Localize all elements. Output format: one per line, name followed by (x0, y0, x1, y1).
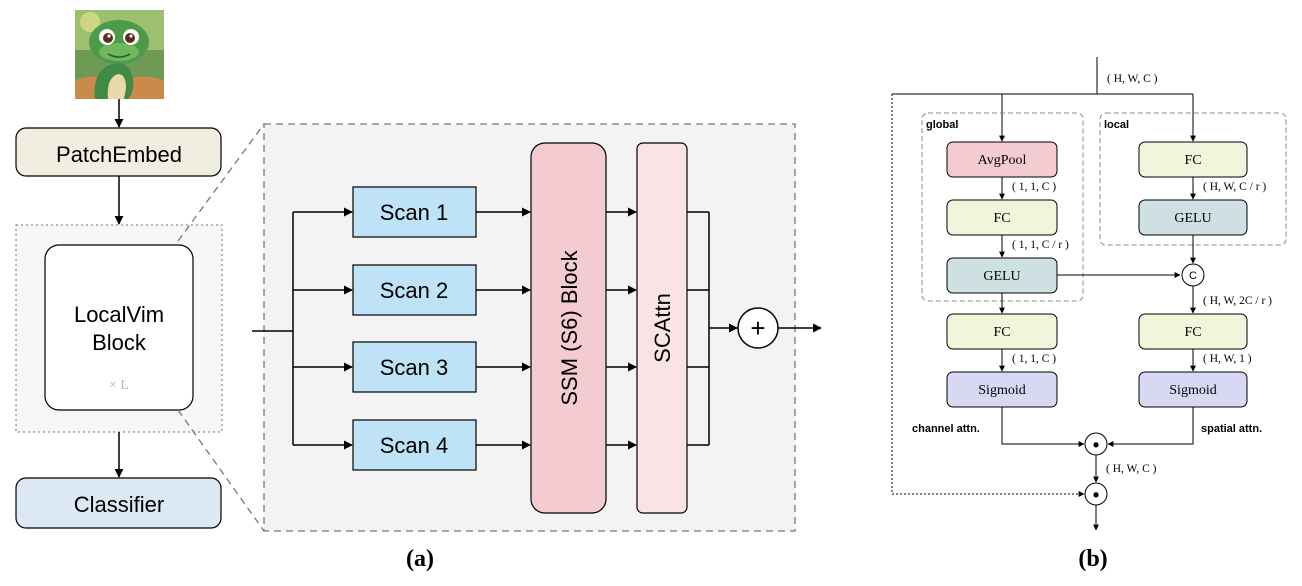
caption-b: (b) (1078, 546, 1107, 572)
local-shape-1: ( H, W, C / r ) (1203, 181, 1266, 193)
output-shape-label: ( H, W, C ) (1106, 463, 1157, 475)
local-fc-label: FC (1184, 153, 1201, 168)
local-fc2-label: FC (1184, 325, 1201, 340)
multiply-1-symbol: • (1093, 435, 1099, 455)
local-label: local (1104, 119, 1129, 131)
spatial-attn-label: spatial attn. (1201, 423, 1262, 435)
caption-a: (a) (406, 546, 434, 572)
local-gelu-label: GELU (1174, 211, 1211, 226)
panel-a: PatchEmbed LocalVim Block × L Classifier… (15, 10, 822, 572)
panel-b: ( H, W, C ) global local AvgPool ( 1, 1,… (891, 57, 1287, 572)
patch-embed-label: PatchEmbed (56, 142, 182, 167)
localvim-label-line1: LocalVim (74, 302, 164, 327)
local-shape-2: ( H, W, 2C / r ) (1203, 295, 1272, 307)
localvim-label-line2: Block (92, 330, 147, 355)
channel-attn-label: channel attn. (912, 423, 980, 435)
scan-4-box (352, 419, 477, 471)
scan-3-label: Scan 3 (380, 355, 449, 380)
scan-2-label: Scan 2 (380, 278, 449, 303)
input-shape-label: ( H, W, C ) (1107, 73, 1158, 85)
multiply-2-symbol: • (1093, 485, 1099, 505)
scattn-label: SCAttn (650, 293, 675, 363)
scan-4-label: Scan 4 (380, 433, 449, 458)
local-sigmoid-label: Sigmoid (1169, 383, 1216, 398)
avgpool-label: AvgPool (978, 153, 1027, 168)
global-gelu-label: GELU (983, 269, 1020, 284)
ssm-label: SSM (S6) Block (557, 249, 582, 405)
local-group (1099, 112, 1287, 246)
scan-1-label: Scan 1 (380, 200, 449, 225)
scan-2-box (352, 264, 477, 316)
scan-3-box (352, 341, 477, 393)
classifier-box (15, 477, 222, 529)
scattn-block (636, 142, 688, 514)
local-shape-3: ( H, W, 1 ) (1203, 353, 1252, 365)
global-shape-1: ( 1, 1, C ) (1012, 181, 1056, 193)
global-fc-label: FC (993, 211, 1010, 226)
global-shape-3: ( 1, 1, C ) (1012, 353, 1056, 365)
plus-symbol: + (750, 313, 765, 343)
global-shape-2: ( 1, 1, C / r ) (1012, 239, 1069, 251)
classifier-label: Classifier (74, 492, 164, 517)
localvim-block (44, 244, 194, 411)
global-label: global (926, 119, 958, 131)
scan-1-box (352, 186, 477, 238)
global-sigmoid-label: Sigmoid (978, 383, 1025, 398)
snake-image (75, 10, 164, 99)
concat-label: C (1189, 270, 1197, 282)
repeat-label: × L (109, 378, 129, 393)
ssm-block (530, 142, 607, 514)
global-fc2-label: FC (993, 325, 1010, 340)
